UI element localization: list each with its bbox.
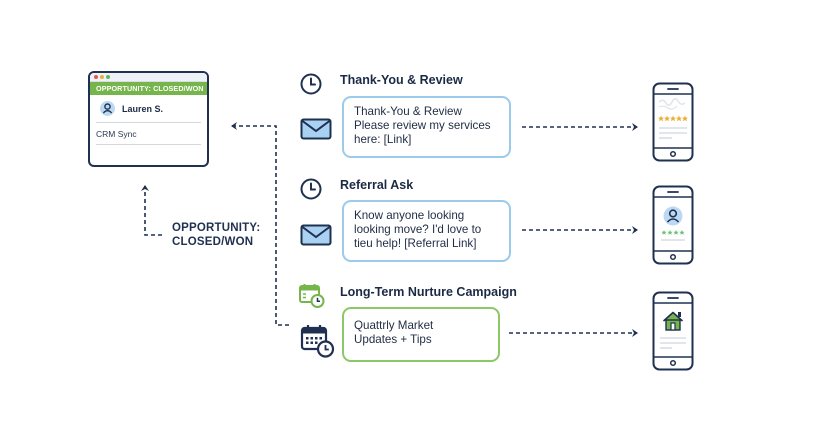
clock-icon bbox=[300, 178, 322, 200]
window-maximize-dot bbox=[106, 75, 110, 79]
five-star-rating bbox=[658, 115, 688, 122]
step-1-message-box: Thank-You & Review Please review my serv… bbox=[342, 96, 511, 158]
return-path-connector bbox=[231, 122, 289, 326]
home-icon bbox=[662, 311, 684, 331]
crm-user-row: Lauren S. bbox=[96, 95, 201, 123]
message-line: looking move? I'd love to bbox=[354, 223, 482, 236]
step-1-title: Thank-You & Review bbox=[340, 73, 463, 87]
crm-opportunity-card: OPPORTUNITY: CLOSED/WON Lauren S. CRM Sy… bbox=[88, 71, 209, 167]
message-line: Please review my services bbox=[354, 119, 491, 132]
user-name: Lauren S. bbox=[122, 104, 164, 114]
message-line: tieu help! [Referral Link] bbox=[354, 237, 477, 250]
envelope-icon bbox=[300, 118, 332, 140]
message-line: Thank-You & Review bbox=[354, 105, 462, 118]
phone-home-screen bbox=[652, 291, 694, 371]
message-line: Know anyone looking bbox=[354, 209, 465, 222]
crm-sync-label: CRM Sync bbox=[96, 123, 201, 145]
trigger-label-line-2: CLOSED/WON bbox=[172, 236, 254, 248]
envelope-icon bbox=[300, 224, 332, 246]
window-minimize-dot bbox=[100, 75, 104, 79]
trigger-label-line-1: OPPORTUNITY: bbox=[172, 222, 261, 234]
phone-review-screen bbox=[652, 82, 694, 162]
trigger-connector bbox=[141, 185, 162, 236]
step-3-title: Long-Term Nurture Campaign bbox=[340, 285, 517, 299]
step-2-message-box: Know anyone looking looking move? I'd lo… bbox=[342, 200, 511, 262]
trigger-label: OPPORTUNITY: CLOSED/WON bbox=[172, 221, 260, 249]
message-line: Updates + Tips bbox=[354, 333, 432, 346]
user-icon bbox=[100, 101, 115, 116]
phone-profile-screen bbox=[652, 185, 694, 265]
step-3-message-box: Quattrly Market Updates + Tips bbox=[342, 307, 500, 362]
step-2-title: Referral Ask bbox=[340, 178, 414, 192]
window-close-dot bbox=[94, 75, 98, 79]
four-star-rating bbox=[661, 230, 685, 235]
clock-icon bbox=[300, 73, 322, 95]
window-titlebar bbox=[90, 73, 207, 82]
message-line: Quattrly Market bbox=[354, 319, 434, 332]
calendar-clock-icon bbox=[299, 284, 325, 308]
message-line: here: [Link] bbox=[354, 133, 412, 146]
calendar-clock-icon bbox=[300, 325, 335, 358]
opportunity-status-banner: OPPORTUNITY: CLOSED/WON bbox=[90, 82, 207, 95]
